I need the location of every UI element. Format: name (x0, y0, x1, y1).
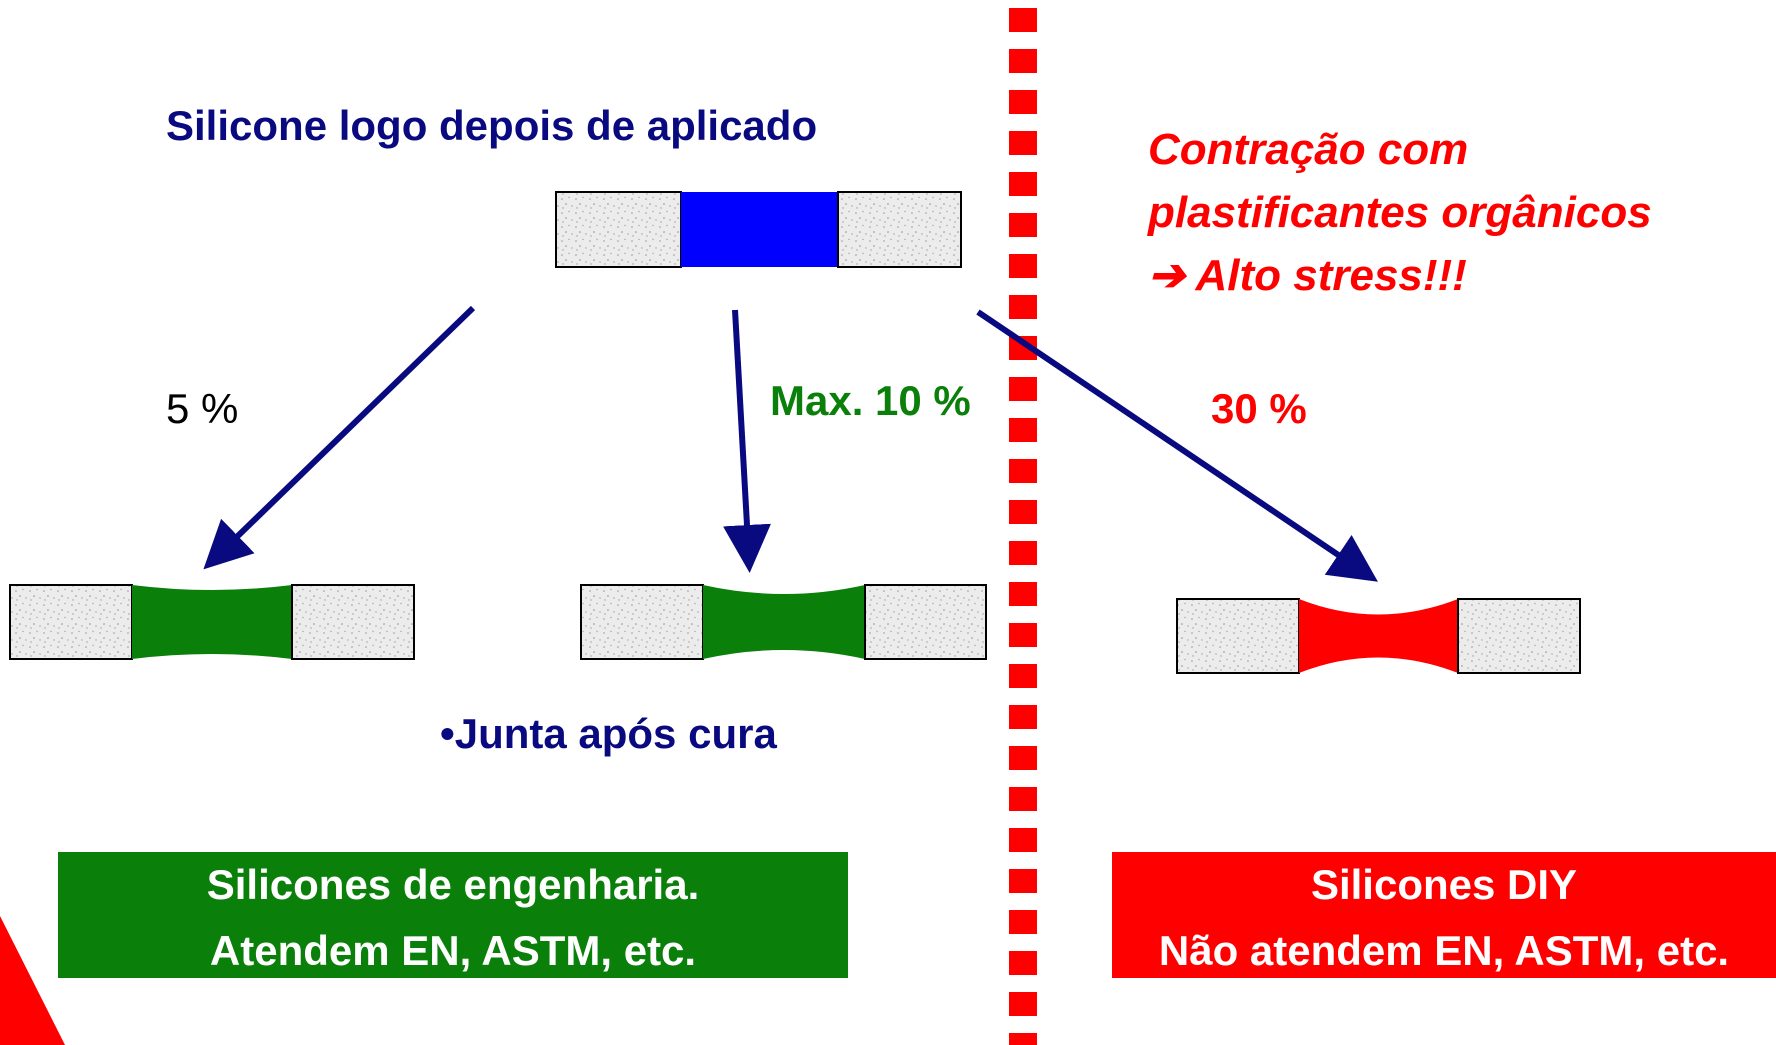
diy-silicones-box: Silicones DIY Não atendem EN, ASTM, etc. (1112, 852, 1776, 978)
joint-cured-5 (9, 584, 415, 660)
shrinkage-note-line2: plastificantes orgânicos (1148, 188, 1652, 237)
stress-text: Alto stress!!! (1195, 251, 1467, 300)
joint-fresh (555, 191, 962, 268)
cured-joint-label: •Junta após cura (440, 710, 777, 757)
substrate-left (9, 584, 133, 660)
sealant-fresh (681, 192, 838, 267)
substrate-right (864, 584, 987, 660)
joint-cured-10 (580, 584, 987, 660)
diy-box-line2: Não atendem EN, ASTM, etc. (1158, 927, 1730, 974)
substrate-right (837, 191, 962, 268)
substrate-right (1457, 598, 1581, 674)
substrate-left (1176, 598, 1300, 674)
sealant-green (703, 585, 865, 659)
substrate-left (555, 191, 682, 268)
percent-label-middle: Max. 10 % (770, 377, 971, 424)
right-arrow-icon: ➔ (1148, 251, 1185, 300)
engineering-silicones-box: Silicones de engenharia. Atendem EN, AST… (58, 852, 848, 978)
arrow-middle (723, 309, 771, 573)
shrinkage-note: Contração com plastificantes orgânicos ➔… (1148, 118, 1652, 307)
arrow-left (203, 305, 476, 570)
engineering-box-line2: Atendem EN, ASTM, etc. (209, 927, 697, 974)
arrow-right (976, 309, 1378, 582)
percent-label-right: 30 % (1211, 385, 1307, 432)
shrinkage-note-line3: ➔ Alto stress!!! (1148, 244, 1652, 307)
sealant-red (1299, 599, 1458, 673)
diy-box-line1: Silicones DIY (1310, 861, 1578, 908)
substrate-left (580, 584, 704, 660)
corner-triangle (0, 916, 65, 1045)
shrinkage-note-line1: Contração com (1148, 125, 1469, 174)
joint-cured-30 (1176, 598, 1581, 674)
engineering-box-line1: Silicones de engenharia. (206, 861, 700, 908)
sealant-green (132, 585, 292, 659)
percent-label-left: 5 % (166, 385, 239, 432)
substrate-right (291, 584, 415, 660)
fresh-joint-label: Silicone logo depois de aplicado (166, 102, 818, 149)
